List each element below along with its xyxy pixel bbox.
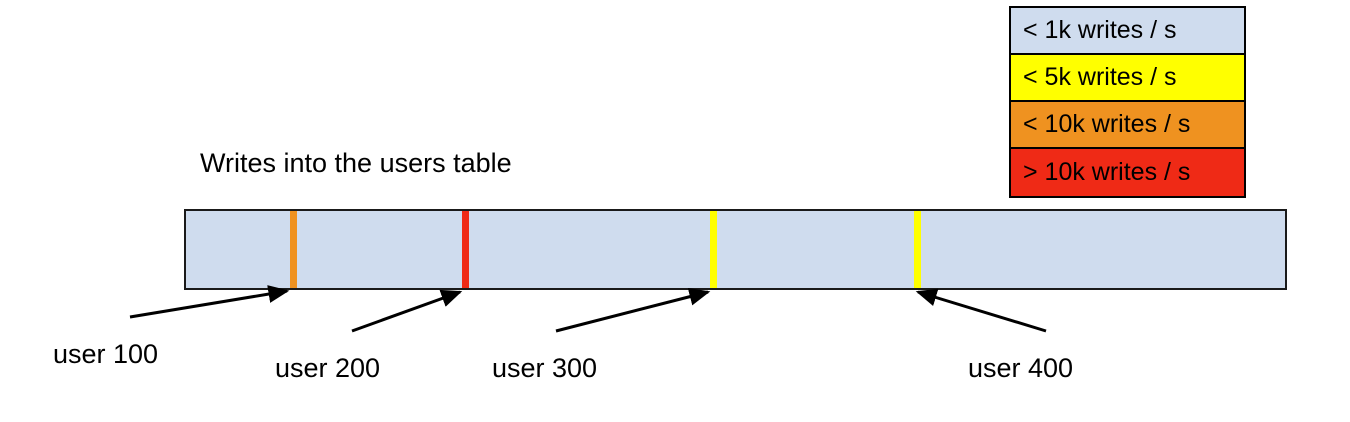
label-user-300: user 300 (492, 353, 598, 383)
marker-user-400 (914, 211, 921, 288)
legend-item-label: < 5k writes / s (1023, 63, 1177, 91)
label-user-400: user 400 (968, 353, 1074, 383)
legend-item-label: < 1k writes / s (1023, 16, 1177, 44)
arrow-user-100 (129, 285, 290, 319)
arrow-user-400 (915, 288, 1047, 333)
label-user-200: user 200 (275, 353, 381, 383)
arrow-user-200 (351, 289, 463, 333)
legend-item-lt-5k: < 5k writes / s (1011, 55, 1244, 102)
legend-item-lt-1k: < 1k writes / s (1011, 8, 1244, 55)
legend-item-lt-10k: < 10k writes / s (1011, 102, 1244, 149)
label-user-100: user 100 (53, 339, 159, 369)
legend-item-label: > 10k writes / s (1023, 158, 1191, 186)
legend-item-gt-10k: > 10k writes / s (1011, 149, 1244, 196)
marker-user-300 (710, 211, 717, 288)
marker-user-100 (290, 211, 297, 288)
legend: < 1k writes / s < 5k writes / s < 10k wr… (1009, 6, 1246, 198)
users-table-bar (184, 209, 1287, 290)
legend-item-label: < 10k writes / s (1023, 110, 1191, 138)
arrow-user-300 (555, 287, 711, 333)
marker-user-200 (462, 211, 469, 288)
chart-title: Writes into the users table (200, 148, 512, 178)
